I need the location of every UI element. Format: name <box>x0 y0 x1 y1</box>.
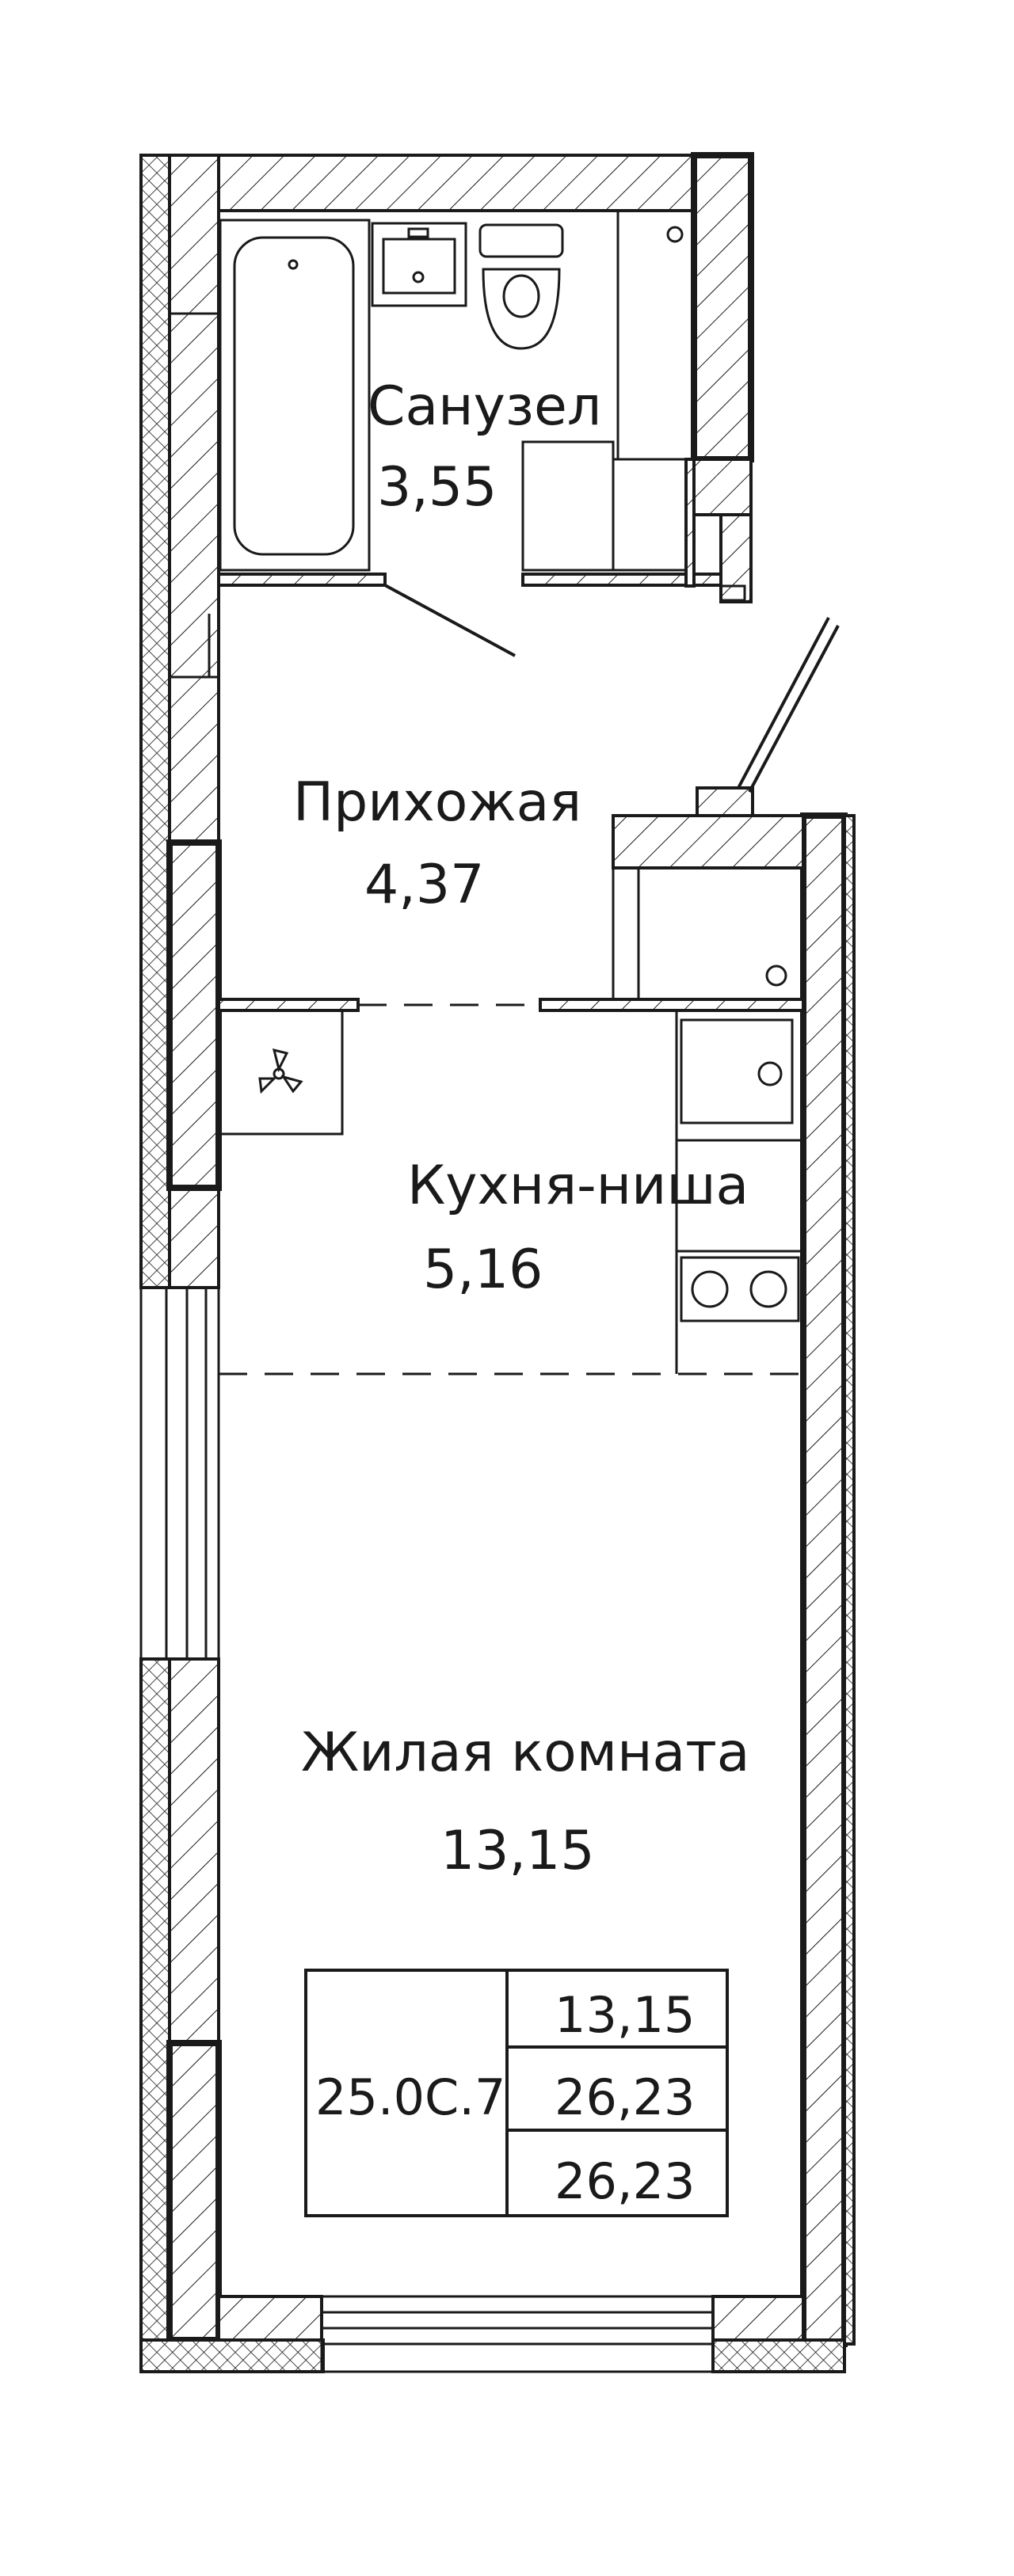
zone-separators <box>219 1003 803 1376</box>
room-hallway: Прихожая 4,37 <box>293 771 581 916</box>
table-total-area-with-balcony: 26,23 <box>555 2152 696 2210</box>
riser <box>719 584 787 987</box>
room-name-living: Жилая комната <box>301 1722 749 1784</box>
apartment-code: 25.0С.7 <box>315 2068 506 2126</box>
table-living-area: 13,15 <box>555 1986 696 2044</box>
exhaust-fan-icon <box>258 1048 303 1094</box>
room-area-bathroom: 3,55 <box>377 456 497 519</box>
room-area-living: 13,15 <box>440 1820 595 1882</box>
room-name-bathroom: Санузел <box>368 375 601 438</box>
room-name-kitchen: Кухня-ниша <box>407 1155 749 1217</box>
table-total-area: 26,23 <box>555 2068 696 2126</box>
kitchen-counter <box>675 1010 803 1374</box>
room-living: Жилая комната 13,15 <box>301 1722 749 1882</box>
door-entrance <box>737 617 840 793</box>
thin-partitions <box>170 211 640 999</box>
room-bathroom: Санузел 3,55 <box>368 375 601 519</box>
room-area-hallway: 4,37 <box>364 854 484 916</box>
room-kitchen: Кухня-ниша 5,16 <box>407 1155 749 1301</box>
room-area-kitchen: 5,16 <box>423 1239 543 1301</box>
washing-machine <box>521 226 688 572</box>
room-name-hallway: Прихожая <box>293 771 581 834</box>
door-bathroom <box>384 584 516 657</box>
interior-partitions <box>217 458 805 1012</box>
toilet <box>478 223 564 350</box>
window-bottom <box>320 2295 715 2373</box>
sink <box>371 222 467 307</box>
outer-walls <box>139 152 856 2373</box>
area-table: 25.0С.7 13,15 26,23 26,23 <box>304 1969 729 2217</box>
bathtub <box>219 219 371 572</box>
kitchen-cabinet-left <box>217 1009 344 1136</box>
window-left <box>139 1286 220 1661</box>
